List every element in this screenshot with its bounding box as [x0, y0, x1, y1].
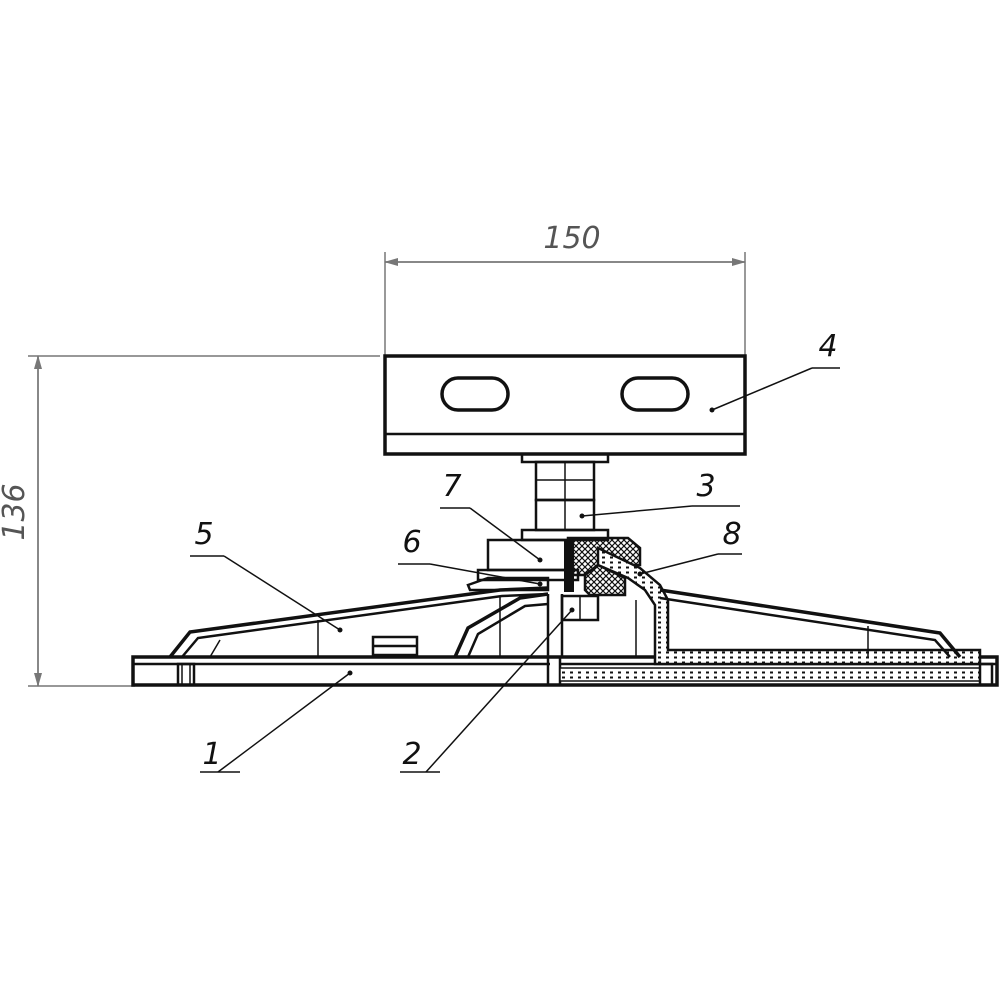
support-profile	[383, 354, 747, 456]
callout-6: 6	[398, 525, 543, 587]
callout-label-2: 2	[402, 737, 421, 772]
callout-label-5: 5	[194, 517, 213, 552]
callout-label-7: 7	[442, 469, 461, 504]
callout-label-1: 1	[202, 737, 221, 772]
callout-label-6: 6	[402, 525, 421, 560]
support-body	[168, 576, 550, 659]
callout-label-3: 3	[696, 469, 715, 504]
callout-8: 8	[637, 517, 742, 577]
width-dimension: 150	[384, 221, 746, 355]
upper-disc	[476, 538, 580, 582]
height-dimension: 136	[0, 355, 380, 687]
callout-2: 2	[400, 607, 575, 773]
height-dimension-value: 136	[0, 483, 32, 540]
callout-label-8: 8	[722, 517, 741, 552]
threaded-stud	[520, 452, 610, 542]
callout-5: 5	[190, 517, 343, 633]
lower-nut	[546, 594, 600, 657]
width-dimension-value: 150	[543, 221, 600, 256]
callout-3: 3	[579, 469, 740, 519]
callout-label-4: 4	[818, 329, 837, 364]
callout-4: 4	[709, 329, 840, 413]
callout-7: 7	[440, 469, 543, 563]
support-body-right	[596, 546, 982, 666]
callout-1: 1	[200, 670, 353, 773]
